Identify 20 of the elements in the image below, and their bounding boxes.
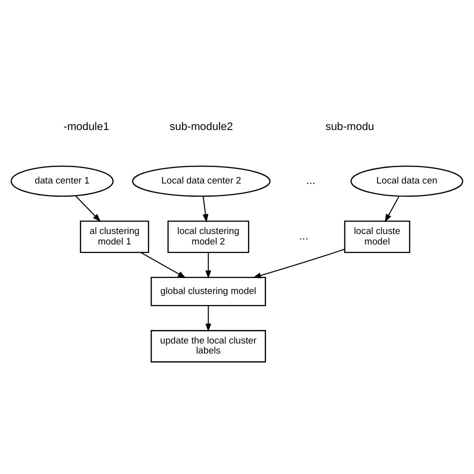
node-ellipse: Local data center 2	[132, 165, 271, 196]
arrow	[202, 196, 208, 222]
arrow	[140, 252, 186, 278]
node-box: local clustering model 2	[167, 220, 250, 253]
node-box: al clustering model 1	[80, 220, 150, 253]
node-box: local cluste model	[344, 220, 410, 253]
arrow	[75, 195, 101, 222]
arrow	[205, 305, 212, 332]
arrow	[384, 195, 400, 222]
label: sub-module2	[170, 120, 233, 133]
arrow	[205, 252, 212, 278]
label: -module1	[64, 120, 110, 133]
node-ellipse: data center 1	[10, 165, 114, 196]
label: ...	[299, 230, 308, 242]
label: sub-modu	[326, 120, 374, 133]
node-box: update the local cluster labels	[150, 330, 266, 362]
node-ellipse: Local data cen	[350, 165, 464, 196]
arrow	[252, 248, 345, 278]
label: ...	[306, 174, 316, 187]
node-box: global clustering model	[150, 276, 266, 306]
